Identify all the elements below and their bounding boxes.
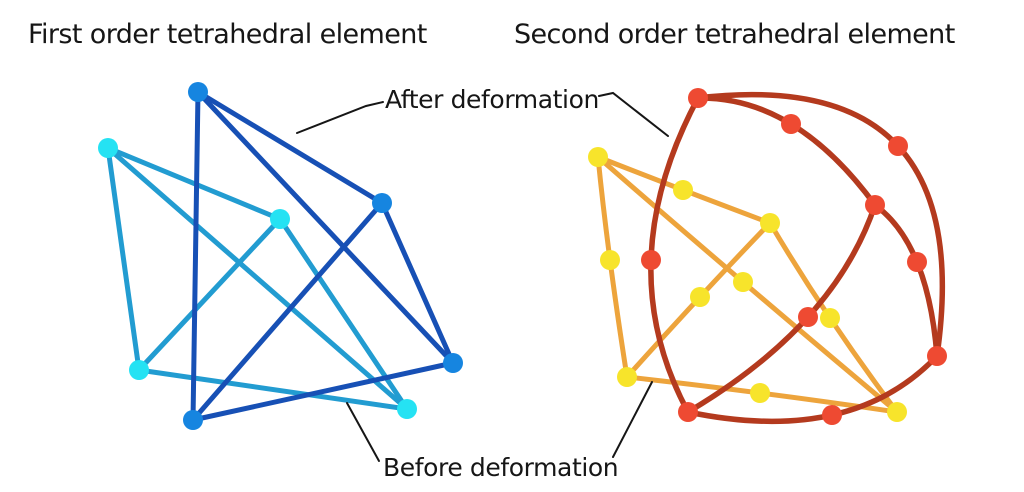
second-order-element-before-node <box>760 213 780 233</box>
second-order-element-after-edge <box>685 202 878 415</box>
second-order-element-after-node <box>888 136 908 156</box>
first-order-element-before-edge <box>105 145 283 222</box>
first-order-element-before-edge <box>136 367 410 412</box>
second-order-element-after-node <box>927 346 947 366</box>
first-order-element-after-edge <box>195 89 456 366</box>
second-order-element-after-node <box>688 88 708 108</box>
first-order-element-after-edge <box>190 360 456 423</box>
second-order-element-after-node <box>907 252 927 272</box>
first-order-element-before-edge <box>105 145 410 412</box>
label-after-deformation: After deformation <box>385 85 599 114</box>
second-order-element-after-node <box>678 402 698 422</box>
title-first-order: First order tetrahedral element <box>28 19 427 50</box>
second-order-element-before-node <box>673 180 693 200</box>
title-second-order: Second order tetrahedral element <box>514 19 955 50</box>
first-order-element-before-edge <box>105 145 142 373</box>
second-order-element-after-node <box>865 195 885 215</box>
second-order-element-before-node <box>690 287 710 307</box>
after-deformation-leader-line <box>296 101 384 134</box>
first-order-element-before-edge <box>136 216 283 373</box>
first-order-element-before-node <box>129 360 149 380</box>
label-before-deformation: Before deformation <box>383 453 619 482</box>
second-order-element-after-node <box>641 250 661 270</box>
first-order-element-after-node <box>443 353 463 373</box>
second-order-element-after-node <box>822 405 842 425</box>
second-order-element-before-node <box>820 308 840 328</box>
before-deformation-leader-line <box>346 402 380 462</box>
first-order-element-after-edge <box>379 200 456 366</box>
second-order-element-after-node <box>798 307 818 327</box>
second-order-element-after-node <box>781 114 801 134</box>
first-order-element-after-edge <box>195 89 385 206</box>
second-order-element-before-node <box>733 272 753 292</box>
after-deformation-leader-line <box>598 91 669 137</box>
first-order-element-after-node <box>183 410 203 430</box>
first-order-element-before-node <box>397 399 417 419</box>
first-order-element-before-node <box>98 138 118 158</box>
second-order-element-before-node <box>588 147 608 167</box>
first-order-element-after-node <box>372 193 392 213</box>
second-order-element-after-edge <box>872 202 940 359</box>
second-order-element-before-node <box>887 402 907 422</box>
before-deformation-leader-line <box>612 381 653 458</box>
first-order-element-after-edge <box>190 89 201 423</box>
second-order-element-before-node <box>617 367 637 387</box>
second-order-element-before-node <box>600 250 620 270</box>
first-order-element-after-edge <box>190 200 385 423</box>
first-order-element-after-node <box>188 82 208 102</box>
first-order-element-before-node <box>270 209 290 229</box>
second-order-element-before-node <box>750 383 770 403</box>
